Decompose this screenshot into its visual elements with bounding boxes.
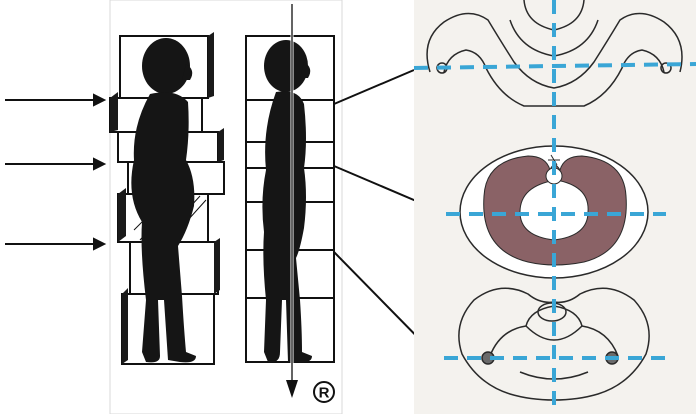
arrow-upper (5, 95, 104, 105)
registered-mark: R (314, 382, 334, 402)
arrow-middle (5, 159, 104, 169)
arrow-lower (5, 239, 104, 249)
registered-mark-text: R (319, 385, 330, 402)
connector-cervical (334, 70, 414, 104)
indicator-arrows (5, 95, 104, 249)
